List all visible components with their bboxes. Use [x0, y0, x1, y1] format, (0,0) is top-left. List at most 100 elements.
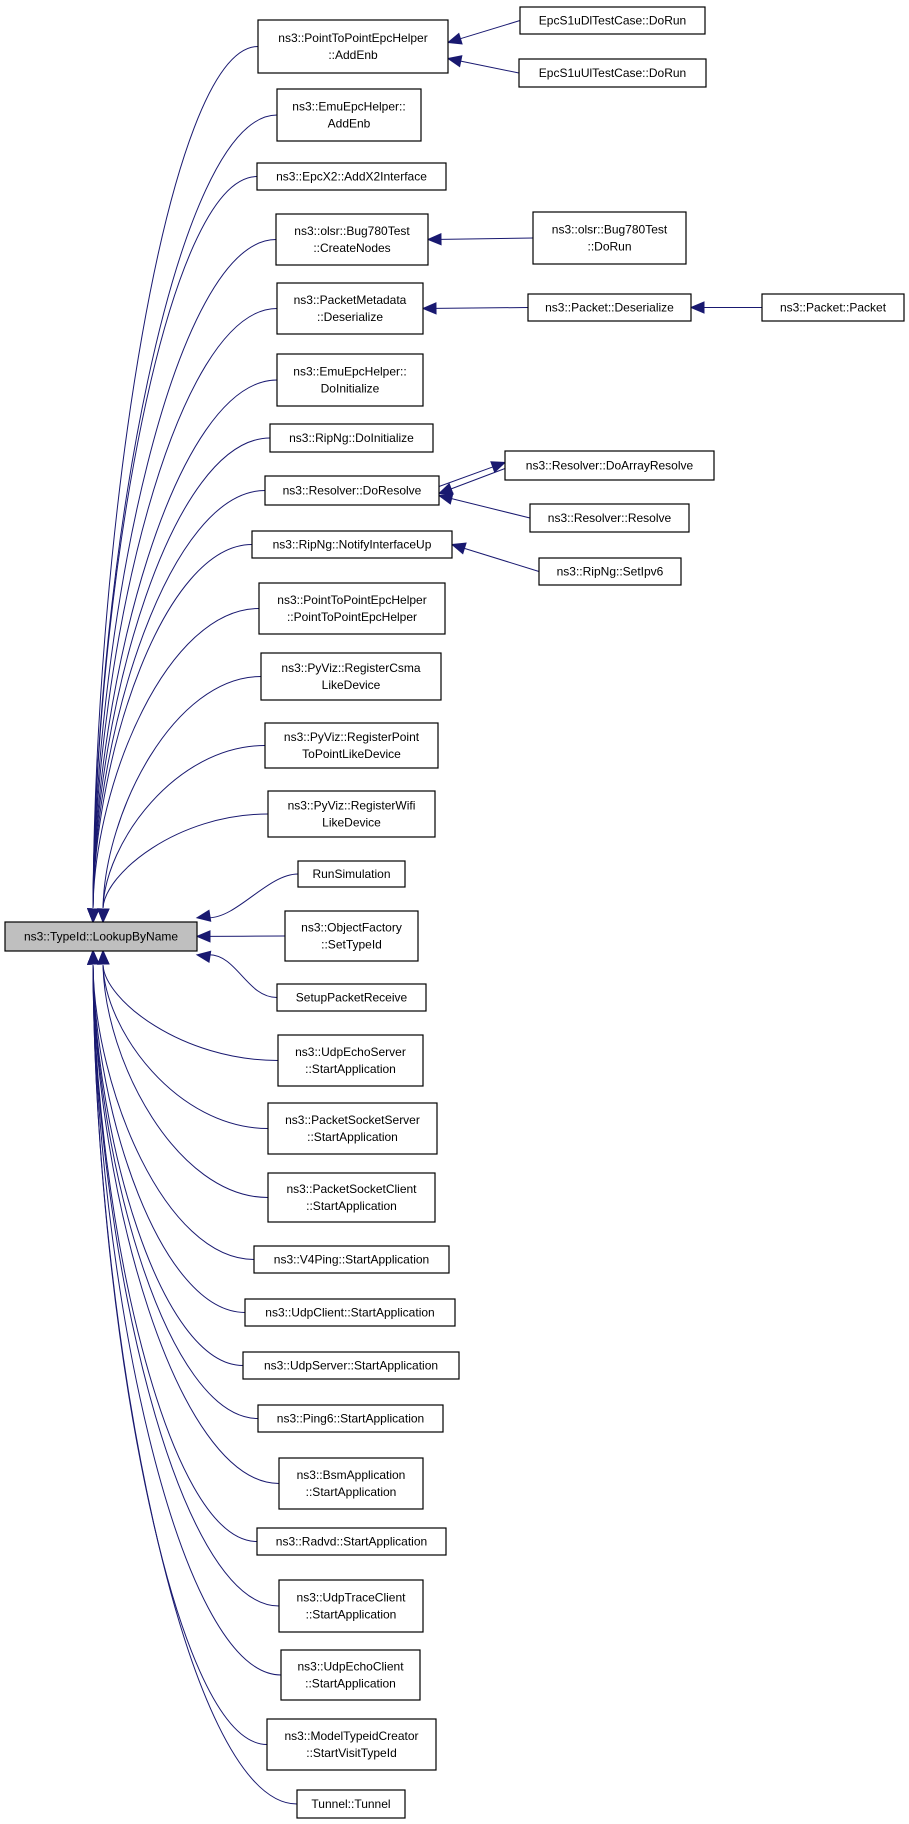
node-ns3-resolver-doresolve[interactable]: ns3::Resolver::DoResolve [264, 475, 440, 506]
node-box [276, 88, 422, 142]
node-box [278, 1457, 424, 1510]
edge-m5-to-n8 [450, 468, 506, 490]
node-ns3-emuepchelper-doinitialize[interactable]: ns3::EmuEpcHelper::DoInitialize [276, 353, 424, 407]
node-ns3-olsr-bug780test-createnodes[interactable]: ns3::olsr::Bug780Test::CreateNodes [275, 213, 429, 266]
node-box [277, 1034, 424, 1087]
node-ns3-pyviz-registerpoint-topointlikedevice[interactable]: ns3::PyViz::RegisterPointToPointLikeDevi… [264, 722, 439, 769]
node-box [276, 282, 424, 335]
node-ns3-ripng-setipv6[interactable]: ns3::RipNg::SetIpv6 [538, 557, 682, 586]
node-ns3-emuepchelper-addenb[interactable]: ns3::EmuEpcHelper::AddEnb [276, 88, 422, 142]
node-label: ns3::PacketMetadata [294, 293, 407, 307]
node-box [251, 530, 453, 559]
node-box [256, 1527, 447, 1556]
node-ns3-udpechoserver-startapplication[interactable]: ns3::UdpEchoServer::StartApplication [277, 1034, 424, 1087]
edge-n20-to-root [92, 964, 255, 1260]
node-ns3-resolver-doarrayresolve[interactable]: ns3::Resolver::DoArrayResolve [504, 450, 715, 481]
node-box [527, 293, 692, 322]
node-ns3-pointtopointepchelper-pointtopointepchelper[interactable]: ns3::PointToPointEpcHelper::PointToPoint… [258, 582, 446, 635]
edge-n1-to-root [92, 46, 259, 909]
node-ns3-modeltypeidcreator-startvisittypeid[interactable]: ns3::ModelTypeidCreator::StartVisitTypeI… [266, 1718, 437, 1771]
node-ns3-packet-packet[interactable]: ns3::Packet::Packet [761, 293, 905, 322]
edge-n9-to-root [92, 544, 253, 909]
node-box [529, 503, 690, 533]
arrow-n10 [87, 908, 100, 924]
edge-m3-to-n4 [440, 237, 534, 240]
node-box [519, 6, 706, 35]
node-label: ns3::UdpTraceClient [297, 1591, 407, 1605]
edge-m7-to-n9 [464, 547, 540, 572]
node-label: ns3::olsr::Bug780Test [552, 223, 668, 237]
node-box [267, 790, 436, 838]
node-ns3-ping6-startapplication[interactable]: ns3::Ping6::StartApplication [257, 1404, 444, 1433]
arrow-m7-to-n9-8 [450, 542, 467, 555]
node-ns3-resolver-resolve[interactable]: ns3::Resolver::Resolve [529, 503, 690, 533]
edge-n22-to-root [92, 964, 244, 1366]
node-ns3-radvd-startapplication[interactable]: ns3::Radvd::StartApplication [256, 1527, 447, 1556]
arrow-n29 [87, 949, 100, 965]
node-ns3-objectfactory-settypeid[interactable]: ns3::ObjectFactory::SetTypeId [284, 910, 419, 962]
node-ns3-udpechoclient-startapplication[interactable]: ns3::UdpEchoClient::StartApplication [280, 1649, 421, 1701]
edge-n26-to-root [92, 964, 280, 1607]
arrow-m1-to-n1-0 [446, 32, 463, 45]
node-label: ns3::EpcX2::AddX2Interface [276, 170, 427, 184]
node-ns3-packetmetadata-deserialize[interactable]: ns3::PacketMetadata::Deserialize [276, 282, 424, 335]
node-label: SetupPacketReceive [296, 991, 408, 1005]
node-ns3-olsr-bug780test-dorun[interactable]: ns3::olsr::Bug780Test::DoRun [532, 211, 687, 265]
node-box [532, 211, 687, 265]
node-ns3-udptraceclient-startapplication[interactable]: ns3::UdpTraceClient::StartApplication [278, 1579, 424, 1633]
node-label: AddEnb [328, 117, 371, 131]
node-ns3-pointtopointepchelper-addenb[interactable]: ns3::PointToPointEpcHelper::AddEnb [257, 19, 449, 74]
node-ns3-udpserver-startapplication[interactable]: ns3::UdpServer::StartApplication [242, 1351, 460, 1380]
nodes-layer: ns3::TypeId::LookupByName ns3::PointToPoi… [4, 6, 905, 1819]
node-box [280, 1649, 421, 1701]
edge-n19-to-root [102, 964, 269, 1198]
node-label: ns3::PyViz::RegisterPoint [284, 730, 420, 744]
node-setuppacketreceive[interactable]: SetupPacketReceive [276, 983, 427, 1012]
node-box [253, 1245, 450, 1274]
node-label: ToPointLikeDevice [302, 747, 401, 761]
node-epcs1uultestcase-dorun[interactable]: EpcS1uUlTestCase::DoRun [518, 58, 707, 88]
edge-n16-to-root [208, 954, 278, 998]
node-epcs1udltestcase-dorun[interactable]: EpcS1uDlTestCase::DoRun [519, 6, 706, 35]
node-label: ns3::Radvd::StartApplication [276, 1535, 427, 1549]
node-label: EpcS1uUlTestCase::DoRun [539, 66, 686, 80]
arrow-n8-to-m5-6 [490, 461, 507, 473]
edge-n8-to-root [92, 490, 266, 909]
node-ns3-epcx2-addx2interface[interactable]: ns3::EpcX2::AddX2Interface [256, 162, 447, 191]
node-label: EpcS1uDlTestCase::DoRun [539, 14, 686, 28]
edge-m6-to-n8 [451, 498, 531, 519]
node-label: ::AddEnb [328, 48, 378, 62]
node-ns3-packetsocketclient-startapplication[interactable]: ns3::PacketSocketClient::StartApplicatio… [267, 1172, 436, 1223]
node-label: ::DoRun [587, 240, 631, 254]
edge-n6-to-root [92, 379, 278, 909]
node-ns3-packetsocketserver-startapplication[interactable]: ns3::PacketSocketServer::StartApplicatio… [267, 1102, 438, 1155]
node-box [266, 1718, 437, 1771]
node-runsimulation[interactable]: RunSimulation [297, 860, 406, 888]
node-label: ns3::V4Ping::StartApplication [274, 1253, 429, 1267]
edge-n29-to-root [92, 964, 298, 1805]
node-box [264, 722, 439, 769]
arrow-m3-to-n4-2 [426, 233, 442, 246]
node-box [284, 910, 419, 962]
edge-n8-to-m5 [438, 466, 493, 487]
node-box [264, 475, 440, 506]
node-box [276, 353, 424, 407]
edge-n23-to-root [92, 964, 259, 1419]
node-ns3-udpclient-startapplication[interactable]: ns3::UdpClient::StartApplication [244, 1298, 456, 1327]
edge-n27-to-root [92, 964, 282, 1676]
node-ns3-typeid-lookupbyname[interactable]: ns3::TypeId::LookupByName [4, 921, 198, 952]
node-label: ns3::PyViz::RegisterCsma [281, 661, 420, 675]
node-ns3-bsmapplication-startapplication[interactable]: ns3::BsmApplication::StartApplication [278, 1457, 424, 1510]
node-ns3-v4ping-startapplication[interactable]: ns3::V4Ping::StartApplication [253, 1245, 450, 1274]
node-ns3-ripng-doinitialize[interactable]: ns3::RipNg::DoInitialize [269, 423, 434, 453]
node-label: ns3::UdpServer::StartApplication [264, 1359, 438, 1373]
node-label: ::StartApplication [305, 1062, 396, 1076]
node-tunnel-tunnel[interactable]: Tunnel::Tunnel [296, 1789, 406, 1819]
node-ns3-ripng-notifyinterfaceup[interactable]: ns3::RipNg::NotifyInterfaceUp [251, 530, 453, 559]
edge-n11-to-root [102, 676, 262, 909]
arrow-m2-to-n1-1 [446, 55, 463, 68]
node-ns3-packet-deserialize[interactable]: ns3::Packet::Deserialize [527, 293, 692, 322]
node-label: ns3::PyViz::RegisterWifi [288, 799, 416, 813]
